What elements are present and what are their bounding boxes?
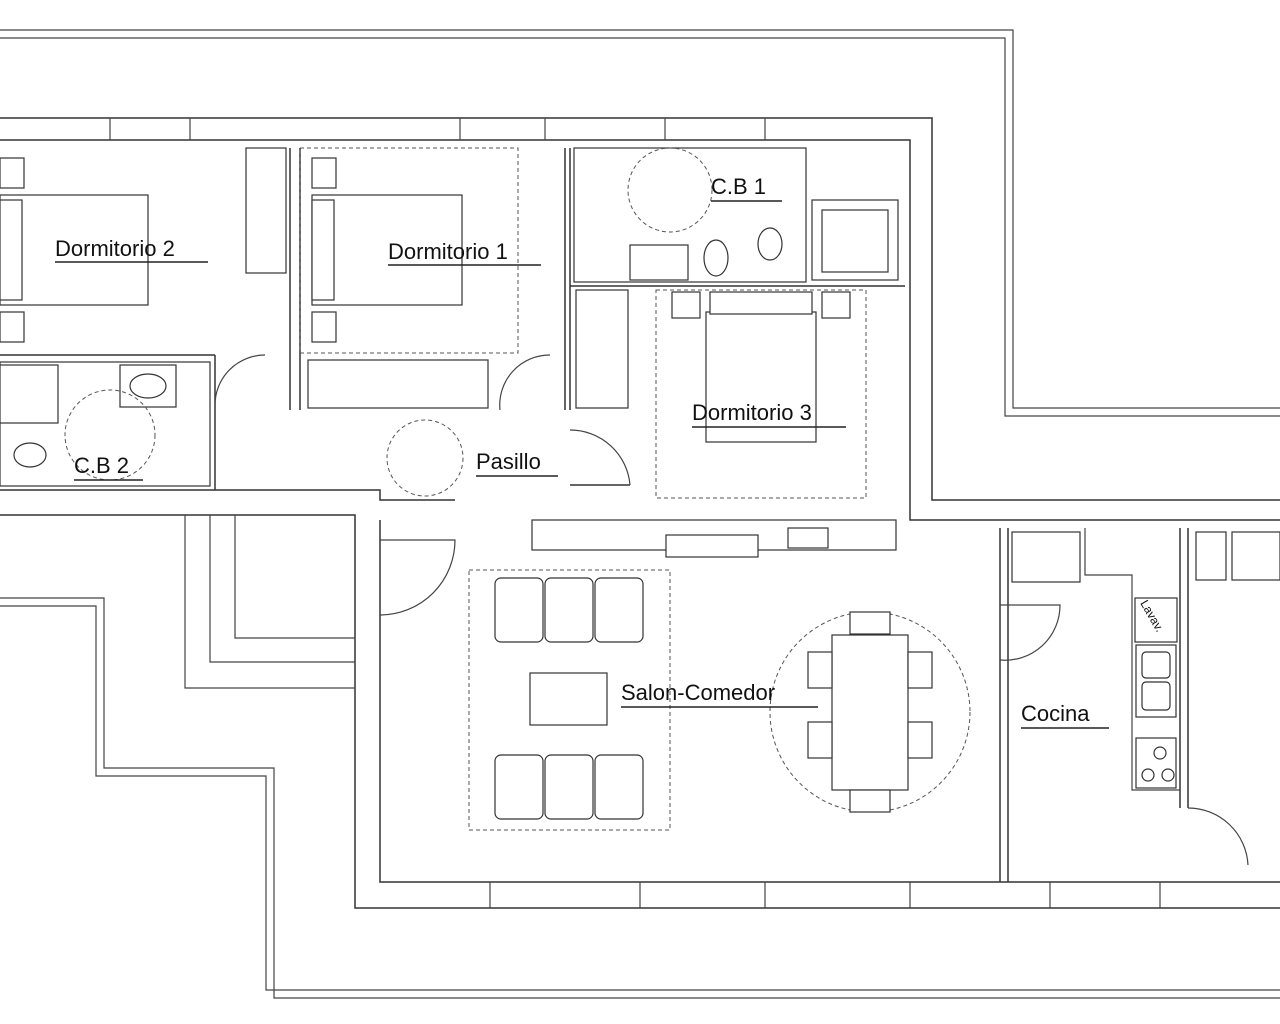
label-dormitorio-2: Dormitorio 2 bbox=[55, 236, 175, 261]
bathroom-1-fixtures bbox=[573, 147, 899, 283]
label-pasillo: Pasillo bbox=[476, 449, 541, 474]
dining-table bbox=[769, 611, 971, 813]
bed-dormitorio-1 bbox=[299, 147, 519, 354]
living-furniture bbox=[468, 519, 897, 831]
label-cocina: Cocina bbox=[1021, 701, 1090, 726]
wardrobe bbox=[245, 147, 629, 409]
bed-dormitorio-2 bbox=[0, 157, 149, 343]
bathroom-2-fixtures bbox=[0, 361, 211, 487]
label-salon-comedor: Salon-Comedor bbox=[621, 680, 775, 705]
terrace-outline-bottom bbox=[0, 597, 1280, 999]
label-dormitorio-3: Dormitorio 3 bbox=[692, 400, 812, 425]
walls bbox=[0, 117, 1280, 909]
pasillo-turn-circle bbox=[386, 419, 464, 497]
label-cb1: C.B 1 bbox=[711, 174, 766, 199]
doors bbox=[214, 354, 1249, 866]
kitchen-fixtures bbox=[1011, 528, 1280, 791]
bed-dormitorio-3 bbox=[655, 289, 867, 499]
terrace-outline-top bbox=[0, 29, 1280, 417]
label-cb2: C.B 2 bbox=[74, 453, 129, 478]
label-dormitorio-1: Dormitorio 1 bbox=[388, 239, 508, 264]
